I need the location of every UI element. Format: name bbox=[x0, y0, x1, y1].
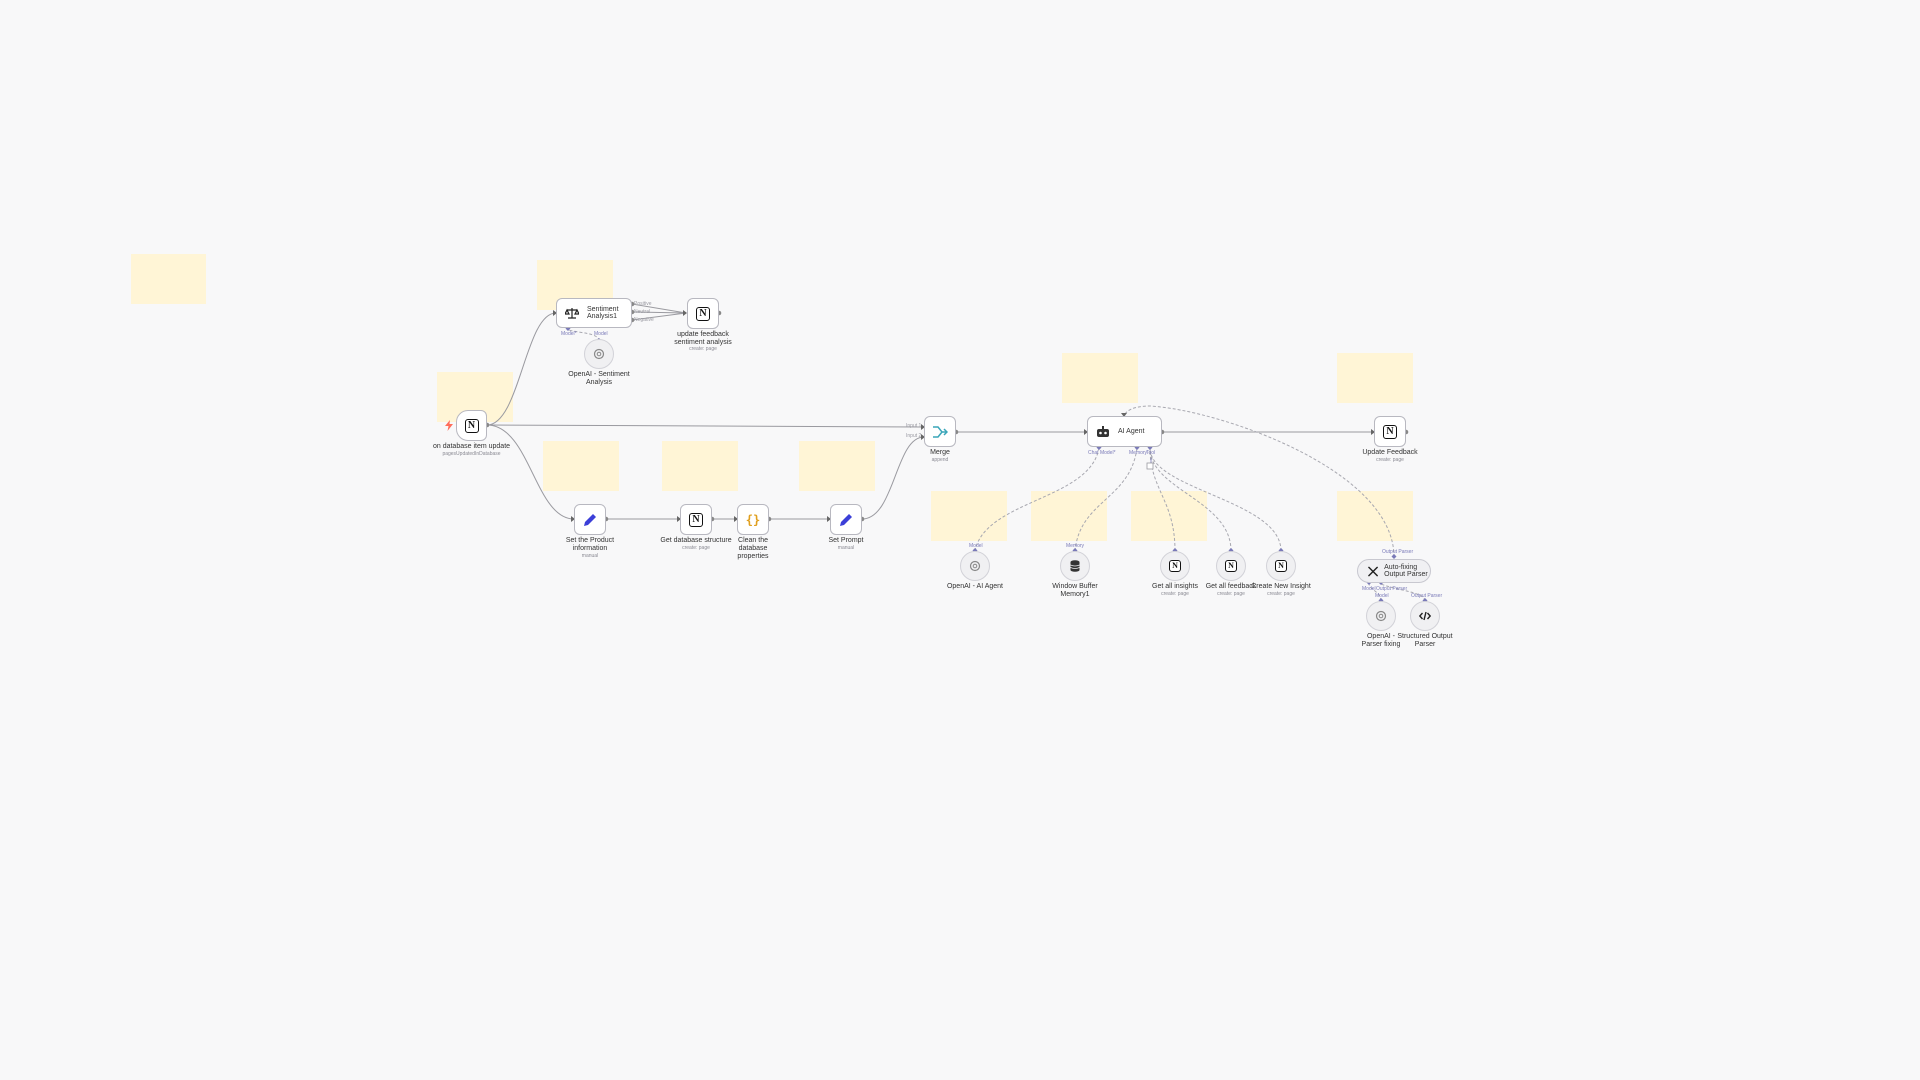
node-label: Window Buffer Memory1 bbox=[1052, 583, 1098, 598]
node-update-feedback[interactable]: N Update Feedback create: page bbox=[1362, 416, 1418, 463]
node-subtitle: create: page bbox=[689, 346, 717, 352]
node-label: Auto-fixing Output Parser bbox=[1384, 564, 1428, 578]
node-update-feedback-sentiment[interactable]: N update feedback sentiment analysis cre… bbox=[674, 298, 732, 352]
node-set-prompt[interactable]: Set Prompt manual bbox=[828, 504, 864, 551]
notion-icon: N bbox=[689, 512, 703, 527]
node-label: OpenAI - Sentiment Analysis bbox=[568, 371, 630, 386]
output-label-negative: Negative bbox=[634, 317, 654, 323]
port-label-model: Model bbox=[1362, 586, 1376, 592]
node-label: Get all insights bbox=[1152, 583, 1198, 590]
node-clean-database-properties[interactable]: {} Clean the database properties bbox=[737, 504, 769, 560]
port-label-output-parser-sub: Output Parser bbox=[1376, 586, 1408, 592]
port-label-chat-model: Chat Model* bbox=[1088, 450, 1116, 456]
node-label: update feedback sentiment analysis bbox=[674, 331, 732, 346]
merge-icon bbox=[933, 425, 948, 438]
node-get-all-insights[interactable]: N Get all insights create: page bbox=[1152, 551, 1198, 597]
node-label: on database item update bbox=[432, 443, 511, 450]
edge-trigger-to-merge bbox=[486, 424, 925, 428]
notion-icon: N bbox=[1275, 560, 1287, 572]
node-ai-agent[interactable]: AI Agent bbox=[1087, 416, 1162, 447]
node-label: Get database structure bbox=[660, 537, 732, 544]
node-window-buffer-memory[interactable]: Memory Window Buffer Memory1 bbox=[1052, 543, 1097, 598]
openai-icon bbox=[969, 560, 981, 572]
notion-icon: N bbox=[696, 306, 710, 321]
sticky-note[interactable] bbox=[1337, 491, 1413, 541]
output-label-positive: Positive bbox=[634, 301, 652, 307]
node-subtitle: create: page bbox=[682, 545, 710, 551]
port-label: Model bbox=[1375, 593, 1389, 599]
code-icon bbox=[1419, 611, 1431, 621]
port-label-output-parser: Output Parser bbox=[1382, 549, 1414, 555]
node-label: Set Prompt bbox=[828, 537, 864, 544]
node-get-database-structure[interactable]: N Get database structure create: page bbox=[660, 504, 732, 551]
port-label-model-required: Model* bbox=[561, 331, 577, 337]
sticky-note[interactable] bbox=[931, 491, 1007, 541]
node-auto-fixing-output-parser[interactable]: Auto-fixing Output Parser bbox=[1357, 559, 1431, 583]
sticky-note[interactable] bbox=[131, 254, 206, 304]
sticky-note[interactable] bbox=[543, 441, 619, 491]
robot-icon bbox=[1097, 425, 1109, 437]
sticky-note[interactable] bbox=[1031, 491, 1107, 541]
node-subtitle: manual bbox=[837, 545, 855, 551]
node-subtitle: pagesUpdatedInDatabase bbox=[442, 451, 501, 457]
node-openai-ai-agent[interactable]: Model OpenAI - AI Agent bbox=[947, 543, 1003, 590]
sticky-note[interactable] bbox=[1337, 353, 1413, 403]
node-label: Structured Output Parser bbox=[1397, 633, 1453, 648]
port-label-model: Model bbox=[594, 331, 608, 337]
port-label: Memory bbox=[1066, 543, 1085, 549]
node-label: Get all feedback bbox=[1205, 583, 1257, 590]
scales-icon bbox=[565, 308, 579, 319]
node-get-all-feedback[interactable]: N Get all feedback create: page bbox=[1206, 551, 1256, 597]
node-label: AI Agent bbox=[1118, 428, 1145, 435]
notion-icon: N bbox=[1169, 560, 1181, 572]
node-subtitle: append bbox=[931, 457, 949, 463]
notion-icon: N bbox=[464, 418, 479, 433]
node-set-product-information[interactable]: Set the Product information manual bbox=[566, 504, 614, 559]
node-openai-sentiment[interactable]: OpenAI - Sentiment Analysis bbox=[568, 339, 630, 386]
node-label: Merge bbox=[930, 449, 950, 456]
node-label: Clean the database properties bbox=[737, 537, 769, 560]
openai-icon bbox=[593, 348, 605, 360]
output-label-neutral: Neutral bbox=[634, 309, 651, 315]
node-create-new-insight[interactable]: N Create New Insight create: page bbox=[1251, 551, 1311, 597]
port-label-tool: Tool bbox=[1146, 450, 1156, 456]
node-sentiment-analysis[interactable]: Sentiment Analysis1 bbox=[556, 298, 632, 328]
node-label: Sentiment Analysis1 bbox=[587, 306, 619, 320]
node-structured-output-parser[interactable]: Output Parser Structured Output Parser bbox=[1397, 593, 1452, 648]
notion-icon: N bbox=[1383, 424, 1397, 439]
notion-icon: N bbox=[1225, 560, 1237, 572]
node-subtitle: create: page bbox=[1376, 457, 1404, 463]
node-label: OpenAI - AI Agent bbox=[946, 583, 1004, 590]
openai-icon bbox=[1375, 610, 1387, 622]
port-label: Model bbox=[969, 543, 983, 549]
braces-icon: {} bbox=[745, 512, 761, 527]
node-subtitle: manual bbox=[581, 553, 599, 559]
node-label: Update Feedback bbox=[1362, 449, 1418, 456]
node-label: Create New Insight bbox=[1251, 583, 1311, 590]
tools-icon bbox=[1368, 566, 1378, 576]
database-icon bbox=[1070, 560, 1080, 572]
node-label: Set the Product information bbox=[565, 537, 615, 552]
sticky-note[interactable] bbox=[1131, 491, 1207, 541]
port-label: Output Parser bbox=[1411, 593, 1443, 599]
node-merge[interactable]: Merge append bbox=[924, 416, 956, 463]
input-label-2: Input 2 bbox=[906, 433, 922, 439]
node-subtitle: create: page bbox=[1267, 591, 1295, 597]
sticky-note[interactable] bbox=[799, 441, 875, 491]
sticky-note[interactable] bbox=[662, 441, 738, 491]
node-label: OpenAI - Parser fixing bbox=[1361, 633, 1401, 648]
node-subtitle: create: page bbox=[1217, 591, 1245, 597]
lightning-icon bbox=[445, 420, 453, 431]
pencil-icon bbox=[840, 513, 852, 526]
port-label-memory: Memory bbox=[1129, 450, 1148, 456]
input-label-1: Input 1 bbox=[906, 423, 922, 429]
pencil-icon bbox=[584, 513, 596, 526]
node-trigger[interactable]: N on database item update pagesUpdatedIn… bbox=[433, 410, 510, 457]
node-subtitle: create: page bbox=[1161, 591, 1189, 597]
node-openai-parser-fixing[interactable]: Model OpenAI - Parser fixing bbox=[1362, 593, 1401, 648]
sticky-note[interactable] bbox=[1062, 353, 1138, 403]
